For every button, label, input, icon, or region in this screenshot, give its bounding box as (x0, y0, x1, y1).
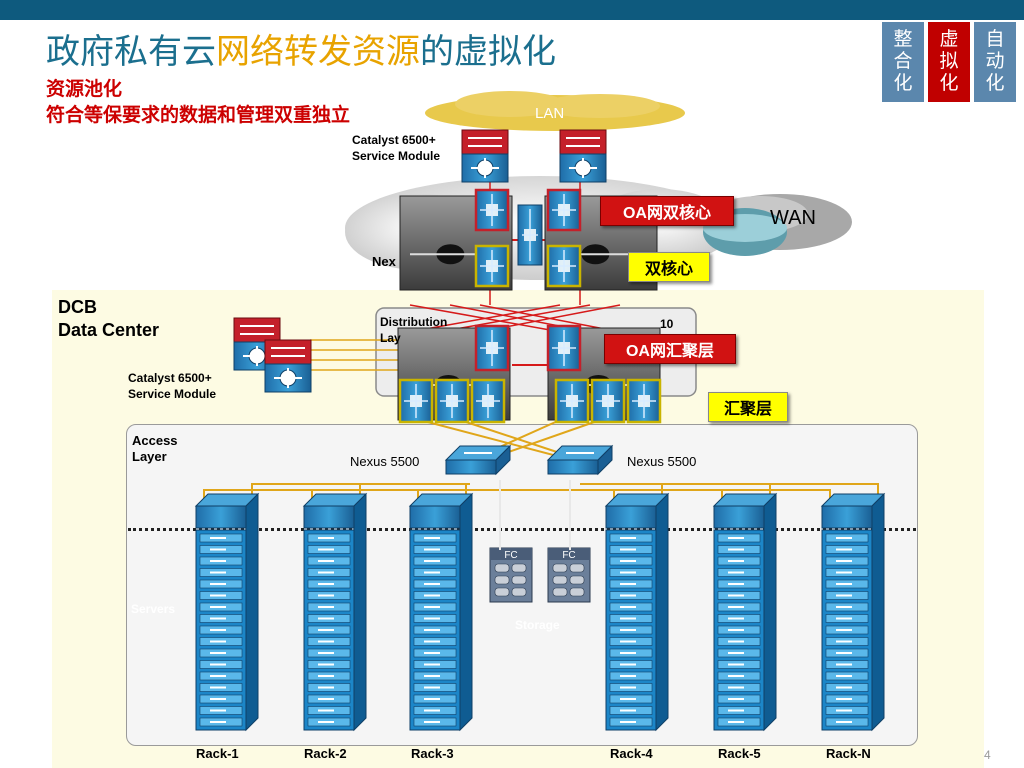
dcb-label: DCB Data Center (58, 297, 160, 340)
wan-label: WAN (770, 207, 816, 229)
nav-consolidation[interactable]: 整合化 (882, 22, 924, 102)
dist-card-right-1 (554, 378, 590, 424)
rack-label: Rack-2 (304, 746, 347, 761)
rack-label: Rack-4 (610, 746, 653, 761)
title-part-3: 的虚拟化 (420, 32, 556, 72)
nexus5500-left-label: Nexus 5500 (350, 454, 420, 469)
distribution-access-links (419, 419, 601, 463)
rack-uplinks (203, 483, 879, 506)
storage-label: Storage (515, 618, 560, 632)
core-card-b2 (546, 244, 582, 288)
nexus-5500-left (444, 444, 512, 476)
rack-6 (820, 492, 886, 732)
tag-oa-dual-core: OA网双核心 (600, 196, 734, 226)
nav-virtualization[interactable]: 虚拟化 (928, 22, 970, 102)
catalyst-left-label: Catalyst 6500+ Service Module (128, 371, 217, 401)
nexus-5500-right (546, 444, 614, 476)
title-part-1: 政府私有云 (46, 32, 216, 72)
rack-label: Rack-N (826, 746, 871, 761)
distribution-chassis (397, 324, 662, 424)
rack-2 (302, 492, 368, 732)
catalyst-switch-b (559, 129, 607, 183)
rack-1 (194, 492, 260, 732)
catalyst-left (233, 317, 312, 393)
slide-title: 政府私有云网络转发资源的虚拟化 (46, 24, 556, 73)
dist-card-left-2 (434, 378, 470, 424)
dist-card-left-3 (470, 378, 506, 424)
access-server-divider (128, 528, 916, 531)
catalyst-top-label: Catalyst 6500+ Service Module (352, 133, 441, 163)
distribution-label: Distribution Lay (380, 315, 448, 345)
rack-5 (712, 492, 778, 732)
core-card-mid (517, 204, 543, 266)
servers-label: Servers (131, 602, 176, 616)
core-chassis (399, 188, 658, 291)
dist-card-right-3 (626, 378, 662, 424)
rack-label: Rack-3 (411, 746, 454, 761)
dist-card-left-1 (398, 378, 434, 424)
fc-label: FC (504, 550, 517, 561)
title-part-2: 网络转发资源 (216, 32, 420, 72)
tag-dual-core: 双核心 (628, 252, 710, 282)
dist-card-right-2 (590, 378, 626, 424)
nexus-5500-switches (444, 444, 614, 476)
subtitle-pool: 资源池化 (46, 79, 123, 100)
core-card-b1 (546, 188, 582, 232)
access-layer-label: Access Layer (132, 433, 178, 464)
rack-label: Rack-1 (196, 746, 239, 761)
nexus5500-right-label: Nexus 5500 (627, 454, 697, 469)
catalyst-switch-a (461, 129, 509, 183)
catalyst-left-switch-b (264, 339, 312, 393)
dist-card-top-right (546, 324, 582, 372)
rack-3 (408, 492, 474, 732)
fc-label: FC (562, 550, 575, 561)
tag-aggregation: 汇聚层 (708, 392, 788, 422)
catalyst-top (461, 129, 607, 183)
core-card-a2 (474, 244, 510, 288)
server-racks (194, 492, 886, 732)
lan-label: LAN (535, 105, 565, 122)
rack-label: Rack-5 (718, 746, 761, 761)
distribution-right-label: 10 (660, 317, 674, 331)
fc-storage-1: FC (489, 547, 533, 603)
lan-cloud (425, 91, 685, 131)
fc-storage: FC FC (489, 547, 591, 603)
nav-automation[interactable]: 自动化 (974, 22, 1016, 102)
tag-oa-aggregation: OA网汇聚层 (604, 334, 736, 364)
fc-storage-2: FC (547, 547, 591, 603)
page-number: 4 (984, 748, 991, 762)
subtitle-compliance: 符合等保要求的数据和管理双重独立 (46, 105, 351, 126)
dist-card-top-left (474, 324, 510, 372)
core-card-a1 (474, 188, 510, 232)
rack-4 (604, 492, 670, 732)
top-bar (0, 0, 1024, 20)
nexus-core-label: Nex (372, 254, 396, 269)
